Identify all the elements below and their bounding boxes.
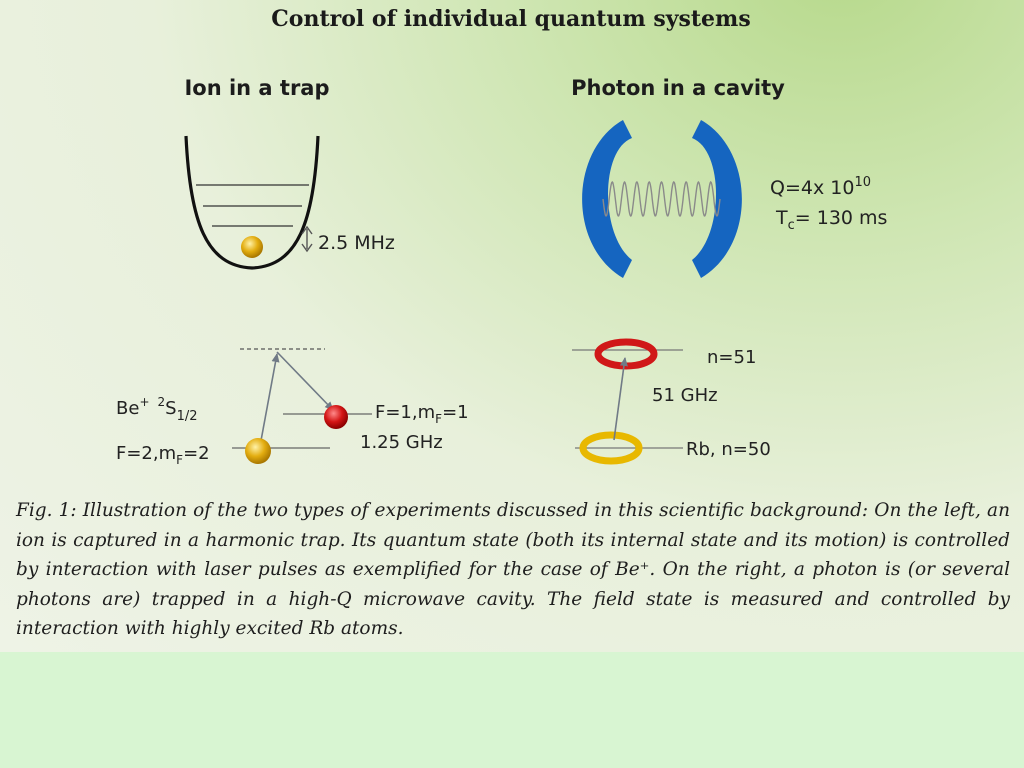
harmonic-trap (184, 135, 320, 270)
diagram: Control of individual quantum systems Io… (116, 6, 887, 467)
rydberg-level-scheme (572, 338, 683, 465)
cavity-mirror-right (692, 120, 742, 278)
quality-factor-label: Q=4x 1010 (770, 175, 871, 199)
transition-frequency-label: 51 GHz (652, 385, 718, 406)
lower-state-label: F=2,mF=2 (116, 443, 210, 467)
slide-title: Control of individual quantum systems (271, 6, 750, 32)
upper-level-label: n=51 (707, 347, 756, 368)
ion-upper-state (324, 405, 348, 429)
ion-trap-heading: Ion in a trap (184, 76, 329, 100)
rydberg-atom-ground (579, 431, 643, 465)
microwave-cavity (582, 120, 742, 278)
raman-arrow-up (259, 353, 280, 447)
trapped-ion (241, 236, 263, 258)
be-level-scheme (232, 348, 372, 464)
microwave-transition-arrow (613, 357, 628, 441)
cavity-mirror-left (582, 120, 632, 278)
hyperfine-splitting-label: 1.25 GHz (360, 432, 443, 453)
trap-spacing-label: 2.5 MHz (318, 232, 395, 254)
lower-level-label: Rb, n=50 (686, 439, 771, 460)
be-term-label: Be+2S1/2 (116, 395, 198, 424)
rydberg-atom-excited (594, 338, 658, 370)
slide: Control of individual quantum systems Io… (0, 0, 1024, 652)
trap-potential-curve (184, 135, 320, 270)
upper-state-label: F=1,mF=1 (375, 402, 469, 426)
photon-field-wave (602, 180, 721, 218)
cavity-lifetime-label: Tc= 130 ms (775, 207, 887, 233)
raman-arrow-down (276, 351, 334, 411)
ion-lower-state (245, 438, 271, 464)
cavity-heading: Photon in a cavity (571, 76, 785, 100)
empty-background-area (0, 652, 1024, 768)
figure-caption: Fig. 1: Illustration of the two types of… (16, 500, 1010, 639)
trap-spacing-arrow (301, 225, 313, 253)
